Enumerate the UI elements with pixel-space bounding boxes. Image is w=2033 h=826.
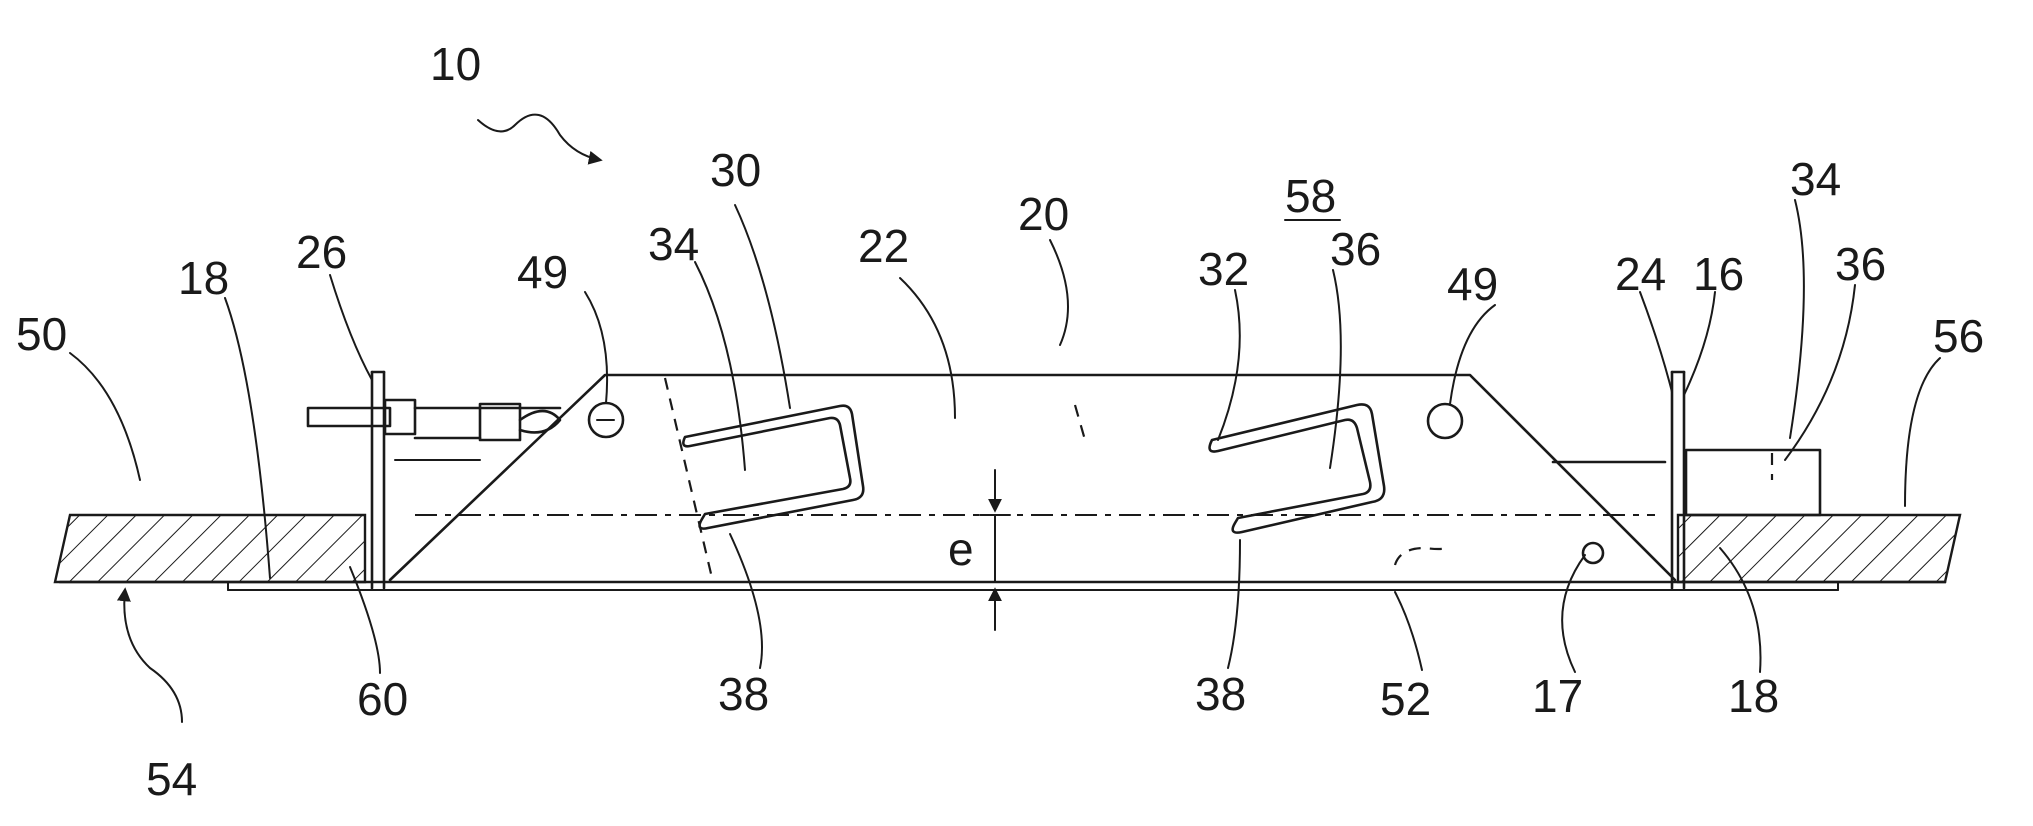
label-32: 32 (1198, 243, 1249, 295)
left-u-clip (683, 406, 863, 529)
label-16: 16 (1693, 248, 1744, 300)
leader-lines (70, 115, 1940, 722)
left-bolt-assembly (308, 400, 560, 460)
label-10: 10 (430, 38, 481, 90)
label-36-right: 36 (1835, 238, 1886, 290)
label-30: 30 (710, 144, 761, 196)
label-34-left: 34 (648, 218, 699, 270)
label-58: 58 (1285, 170, 1336, 222)
label-38-left: 38 (718, 668, 769, 720)
label-49-right: 49 (1447, 258, 1498, 310)
main-body-outline (390, 375, 1675, 580)
right-side-block (1553, 450, 1820, 515)
label-60: 60 (357, 673, 408, 725)
label-e: e (948, 523, 974, 575)
right-u-clip (1210, 404, 1385, 532)
base-skin-line (60, 582, 1945, 590)
dimension-e (980, 470, 1010, 630)
hole-right (1428, 404, 1462, 438)
label-20: 20 (1018, 188, 1069, 240)
label-58-group: 58 (1285, 170, 1340, 222)
label-22: 22 (858, 220, 909, 272)
label-18-right: 18 (1728, 670, 1779, 722)
left-frame-plate (372, 372, 384, 588)
label-50: 50 (16, 308, 67, 360)
label-24: 24 (1615, 248, 1666, 300)
label-49-left: 49 (517, 246, 568, 298)
label-54: 54 (146, 753, 197, 805)
reference-labels: 10 30 58 34 22 20 26 49 32 36 49 24 16 3… (16, 38, 1984, 805)
label-36-left: 36 (1330, 223, 1381, 275)
label-17: 17 (1532, 670, 1583, 722)
label-26: 26 (296, 226, 347, 278)
label-56: 56 (1933, 310, 1984, 362)
hole-small (1583, 543, 1603, 563)
left-panel-section (55, 515, 365, 582)
label-18-left: 18 (178, 252, 229, 304)
label-52: 52 (1380, 673, 1431, 725)
label-34-right: 34 (1790, 153, 1841, 205)
label-38-right: 38 (1195, 668, 1246, 720)
